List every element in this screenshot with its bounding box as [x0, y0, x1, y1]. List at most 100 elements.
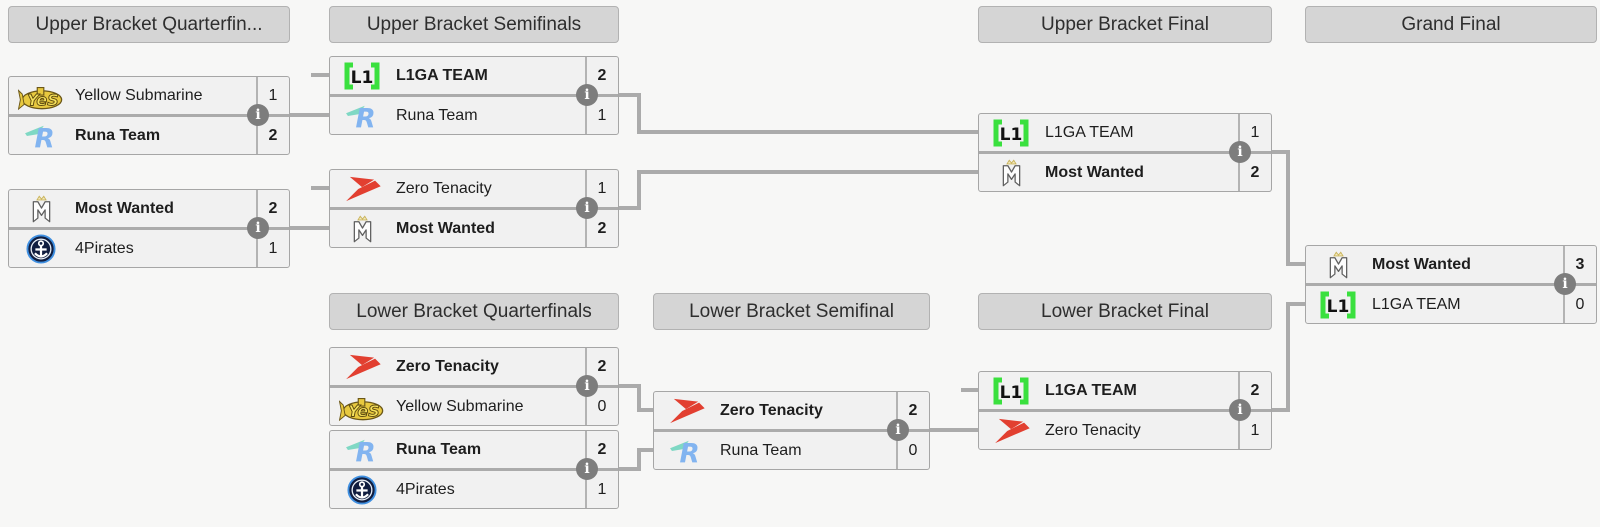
match-lower-quarterfinal-2: Runa Team 2 4Pirates 1 i: [329, 430, 619, 509]
team-score: 2: [268, 126, 278, 144]
team-score: 2: [597, 440, 607, 458]
l1ga-team-logo-icon[interactable]: [1306, 290, 1370, 320]
team-row: Most Wanted 3: [1306, 246, 1596, 283]
team-name[interactable]: Runa Team: [720, 441, 802, 459]
4pirates-logo-icon[interactable]: [330, 475, 394, 505]
team-name[interactable]: Zero Tenacity: [720, 401, 823, 419]
team-score: 0: [908, 441, 918, 459]
l1ga-team-logo-icon[interactable]: [330, 61, 394, 91]
team-name[interactable]: Most Wanted: [1372, 255, 1471, 273]
team-name[interactable]: Zero Tenacity: [1045, 421, 1141, 439]
info-icon[interactable]: i: [1554, 273, 1576, 295]
zero-tenacity-logo-icon[interactable]: [979, 417, 1043, 445]
l1ga-team-logo-icon[interactable]: [979, 118, 1043, 148]
connector-line: [637, 384, 641, 412]
team-score: 2: [597, 66, 607, 84]
connector-line: [637, 130, 978, 134]
yellow-submarine-logo-icon[interactable]: [330, 392, 394, 422]
runa-team-logo-icon[interactable]: [654, 436, 718, 466]
team-row: L1GA TEAM 2: [979, 372, 1271, 409]
match-divider: [979, 151, 1271, 154]
match-lower-bracket-final: L1GA TEAM 2 Zero Tenacity 1 i: [978, 371, 1272, 450]
connector-line: [637, 448, 641, 471]
match-upper-semifinal-2: Zero Tenacity 1 Most Wanted 2 i: [329, 169, 619, 248]
team-name[interactable]: Yellow Submarine: [75, 86, 203, 104]
info-icon[interactable]: i: [1229, 141, 1251, 163]
match-divider: [330, 468, 618, 471]
connector-line: [1272, 408, 1290, 412]
l1ga-team-logo-icon[interactable]: [979, 376, 1043, 406]
team-name[interactable]: Yellow Submarine: [396, 397, 524, 415]
most-wanted-logo-icon[interactable]: [330, 213, 394, 245]
zero-tenacity-logo-icon[interactable]: [330, 175, 394, 203]
team-row: Zero Tenacity 2: [330, 348, 618, 385]
team-row: L1GA TEAM 1: [979, 114, 1271, 151]
connector-line: [1272, 150, 1290, 154]
bracket-header-upper-semifinals: Upper Bracket Semifinals: [329, 6, 619, 43]
team-name[interactable]: Most Wanted: [1045, 163, 1144, 181]
team-name[interactable]: Zero Tenacity: [396, 179, 492, 197]
team-row: 4Pirates 1: [9, 230, 289, 267]
team-score: 1: [268, 239, 278, 257]
team-name[interactable]: Zero Tenacity: [396, 357, 499, 375]
bracket-header-grand-final: Grand Final: [1305, 6, 1597, 43]
team-row: Most Wanted 2: [979, 154, 1271, 191]
match-grand-final: Most Wanted 3 L1GA TEAM 0 i: [1305, 245, 1597, 324]
4pirates-logo-icon[interactable]: [9, 234, 73, 264]
info-icon[interactable]: i: [247, 217, 269, 239]
runa-team-logo-icon[interactable]: [330, 101, 394, 131]
match-lower-quarterfinal-1: Zero Tenacity 2 Yellow Submarine 0 i: [329, 347, 619, 426]
team-name[interactable]: Most Wanted: [75, 199, 174, 217]
info-icon[interactable]: i: [247, 104, 269, 126]
info-icon[interactable]: i: [576, 375, 598, 397]
team-row: Zero Tenacity 1: [979, 412, 1271, 449]
bracket-header-upper-quarterfinals: Upper Bracket Quarterfin...: [8, 6, 290, 43]
zero-tenacity-logo-icon[interactable]: [654, 397, 718, 425]
team-name[interactable]: Runa Team: [75, 126, 161, 144]
most-wanted-logo-icon[interactable]: [9, 193, 73, 225]
team-row: Runa Team 2: [9, 117, 289, 154]
team-name[interactable]: L1GA TEAM: [1045, 381, 1137, 399]
match-upper-quarterfinal-2: Most Wanted 2 4Pirates 1 i: [8, 189, 290, 268]
match-upper-quarterfinal-1: Yellow Submarine 1 Runa Team 2 i: [8, 76, 290, 155]
team-name[interactable]: 4Pirates: [396, 480, 455, 498]
info-icon[interactable]: i: [576, 84, 598, 106]
most-wanted-logo-icon[interactable]: [1306, 249, 1370, 281]
team-score: 1: [268, 86, 278, 104]
connector-line: [619, 384, 641, 388]
team-score: 2: [908, 401, 918, 419]
match-divider: [330, 385, 618, 388]
team-name[interactable]: L1GA TEAM: [396, 66, 488, 84]
team-row: Yellow Submarine 1: [9, 77, 289, 114]
team-row: 4Pirates 1: [330, 471, 618, 508]
zero-tenacity-logo-icon[interactable]: [330, 353, 394, 381]
team-name[interactable]: Runa Team: [396, 440, 482, 458]
team-score: 2: [1250, 381, 1260, 399]
team-row: Runa Team 0: [654, 432, 929, 469]
match-divider: [1306, 283, 1596, 286]
yellow-submarine-logo-icon[interactable]: [9, 81, 73, 111]
team-name[interactable]: Most Wanted: [396, 219, 495, 237]
connector-line: [290, 113, 329, 117]
team-row: L1GA TEAM 0: [1306, 286, 1596, 323]
runa-team-logo-icon[interactable]: [330, 435, 394, 465]
connector-line: [961, 388, 978, 392]
bracket-header-lower-semifinal: Lower Bracket Semifinal: [653, 293, 930, 330]
info-icon[interactable]: i: [576, 458, 598, 480]
info-icon[interactable]: i: [1229, 399, 1251, 421]
team-name[interactable]: L1GA TEAM: [1372, 295, 1461, 313]
info-icon[interactable]: i: [887, 419, 909, 441]
team-row: Most Wanted 2: [9, 190, 289, 227]
team-score: 2: [268, 199, 278, 217]
team-name[interactable]: 4Pirates: [75, 239, 134, 257]
connector-line: [619, 93, 641, 97]
info-icon[interactable]: i: [576, 197, 598, 219]
runa-team-logo-icon[interactable]: [9, 121, 73, 151]
match-lower-semifinal: Zero Tenacity 2 Runa Team 0 i: [653, 391, 930, 470]
team-name[interactable]: Runa Team: [396, 106, 478, 124]
connector-line: [311, 186, 329, 190]
most-wanted-logo-icon[interactable]: [979, 157, 1043, 189]
team-name[interactable]: L1GA TEAM: [1045, 123, 1134, 141]
connector-line: [1286, 150, 1290, 266]
